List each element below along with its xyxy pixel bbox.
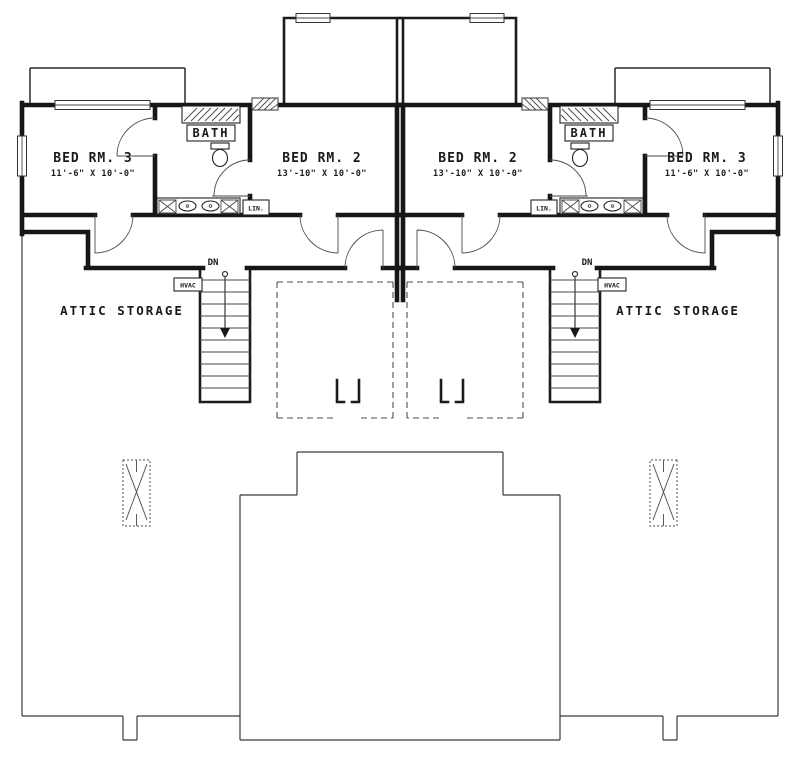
- toilet-bowl: [211, 148, 229, 168]
- vanity-end-boxes: [158, 199, 239, 214]
- sink-drain-right: [208, 204, 213, 208]
- attic-label-left: ATTIC STORAGE: [60, 303, 184, 318]
- sink-right: [201, 200, 220, 212]
- room-label-bath-left: BATH: [193, 126, 230, 140]
- plan-labels: BED RM. 3 11'-6" X 10'-0" BED RM. 2 13'-…: [51, 126, 749, 318]
- linen-label-left: LIN.: [248, 205, 264, 213]
- center-dormer-and-stair-walls: [198, 16, 402, 404]
- hvac-label-right: HVAC: [604, 282, 620, 290]
- bathtub-hatch: [183, 107, 240, 122]
- down-arrow-origin: [221, 270, 229, 278]
- chimney-flue-marks: [125, 460, 148, 526]
- hvac-box: [173, 277, 203, 292]
- room-dims-bed3-left: 11'-6" X 10'-0": [51, 169, 135, 179]
- attic-label-right: ATTIC STORAGE: [616, 303, 740, 318]
- bath-label-box: [186, 124, 236, 142]
- wing-dormer-outline: [29, 67, 186, 105]
- window-mullions: [21, 17, 330, 176]
- down-label-right: DN: [582, 258, 593, 268]
- vent-hatch: [251, 97, 279, 111]
- garage-door-jamb: [335, 378, 361, 404]
- plan-right-half: [400, 14, 783, 741]
- linen-label-right: LIN.: [536, 205, 552, 213]
- down-label-left: DN: [208, 258, 219, 268]
- roof-outline: [21, 234, 400, 741]
- room-dims-bed2-left: 13'-10" X 10'-0": [277, 169, 367, 179]
- room-label-bath-right: BATH: [571, 126, 608, 140]
- toilet-tank: [210, 142, 230, 150]
- room-label-bed2-right: BED RM. 2: [438, 151, 517, 166]
- plan-left-half: [17, 13, 403, 741]
- room-label-bed3-left: BED RM. 3: [53, 151, 132, 166]
- sink-drain-left: [185, 204, 190, 208]
- sink-left: [178, 200, 197, 212]
- room-label-bed2-left: BED RM. 2: [282, 151, 361, 166]
- door-arcs: [94, 117, 384, 269]
- room-label-bed3-right: BED RM. 3: [667, 151, 746, 166]
- linen-closet-box: [242, 199, 270, 216]
- vanity-counter: [156, 197, 241, 215]
- down-arrow-head: [220, 328, 230, 338]
- garage-outline-dashed: [276, 281, 394, 419]
- room-dims-bed3-right: 11'-6" X 10'-0": [665, 169, 749, 179]
- room-dims-bed2-right: 13'-10" X 10'-0": [433, 169, 523, 179]
- hvac-label-left: HVAC: [180, 282, 196, 290]
